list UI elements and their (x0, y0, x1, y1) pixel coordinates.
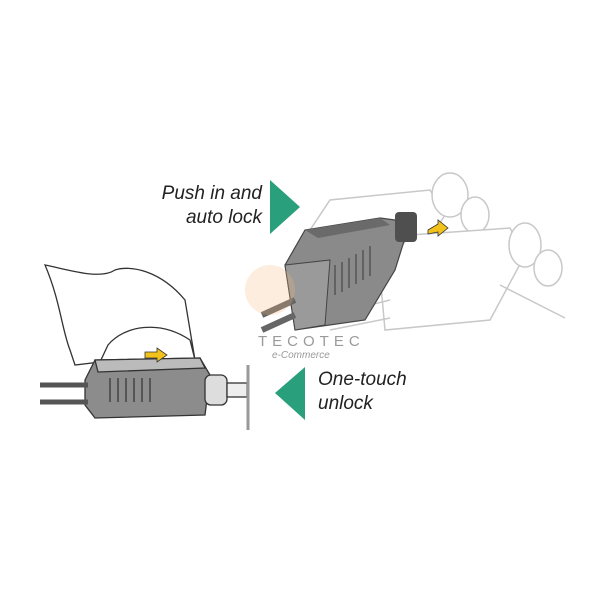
ghost-connector-front (329, 222, 566, 331)
insert-arrow-icon (427, 219, 449, 237)
unlock-triangle-icon (275, 367, 305, 420)
pull-arrow-icon (144, 347, 168, 363)
push-in-caption: Push in and auto lock (162, 182, 262, 230)
watermark-brand: TECOTEC (258, 333, 365, 350)
unlock-caption: One-touch unlock (318, 368, 407, 416)
caption-line: unlock (318, 393, 373, 414)
active-connector (245, 212, 449, 333)
hand-unlock-illustration (40, 264, 250, 430)
caption-line: Push in and (161, 183, 262, 204)
caption-line: One-touch (318, 369, 407, 390)
watermark-sub: e-Commerce (272, 350, 330, 361)
caption-line: auto lock (185, 207, 262, 228)
push-triangle-icon (270, 180, 300, 234)
